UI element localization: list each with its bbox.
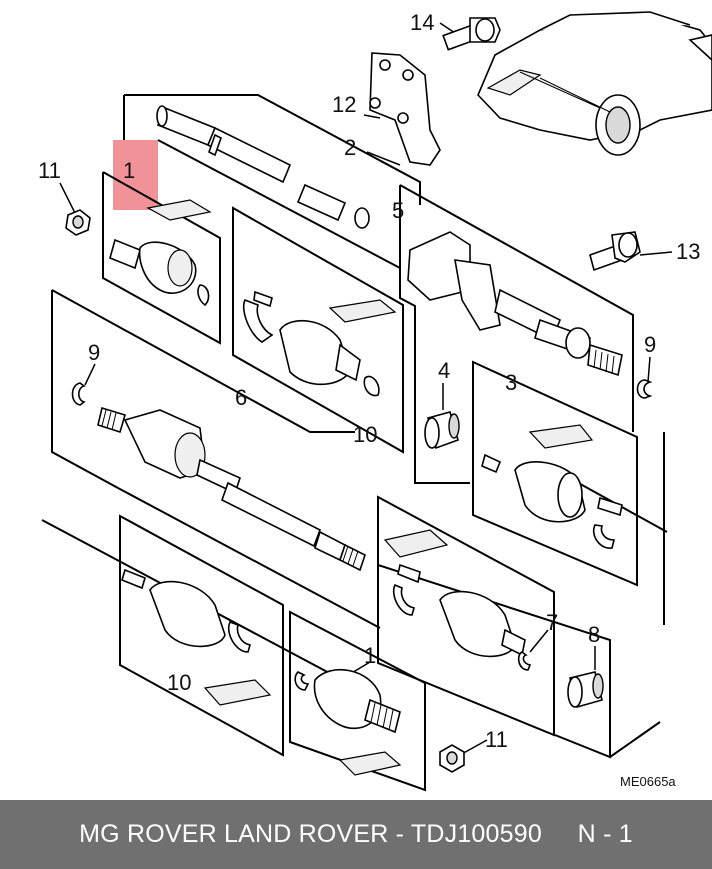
cv-joint-upper <box>109 199 212 307</box>
cv-joint-lower <box>294 668 402 776</box>
callout-10-upper: 10 <box>353 422 377 447</box>
callout-3: 3 <box>505 370 517 395</box>
frame-boot-10-lower <box>119 514 284 757</box>
callout-13: 13 <box>676 239 700 264</box>
footer-text: MG ROVER LAND ROVER - TDJ100590 N - 1 <box>79 820 633 848</box>
frame-boot-7 <box>377 495 555 737</box>
bush-4 <box>424 411 460 450</box>
bracket <box>369 52 441 166</box>
frame-joint-1-lower <box>289 610 426 792</box>
callout-5: 5 <box>392 198 404 223</box>
reference-code: ME0665a <box>620 774 676 789</box>
callout-10-lower: 10 <box>167 670 191 695</box>
intermediate-shaft <box>156 105 370 229</box>
callout-8: 8 <box>588 622 600 647</box>
callout-12: 12 <box>332 92 356 117</box>
boot-kit-7 <box>383 529 532 671</box>
circlip-9-left <box>71 382 86 406</box>
callout-7: 7 <box>546 610 558 635</box>
callout-2: 2 <box>344 135 356 160</box>
callout-1-lower: 1 <box>364 643 376 668</box>
frame-boot-10-upper <box>232 206 404 454</box>
circlip-9-right <box>636 379 653 399</box>
callout-9-right: 9 <box>644 332 656 357</box>
frame-boot-3 <box>472 360 638 587</box>
frame-shaft-2 <box>123 94 421 269</box>
callout-9-left: 9 <box>88 340 100 365</box>
car-illustration <box>477 11 712 156</box>
bush-8 <box>567 671 604 708</box>
boot-kit-upper <box>243 290 397 397</box>
footer-bar: MG ROVER LAND ROVER - TDJ100590 N - 1 <box>0 800 712 869</box>
nut-11-lower <box>439 744 465 773</box>
parts-diagram: 1 2 3 4 5 6 7 8 9 9 10 10 11 11 12 13 14… <box>38 10 712 792</box>
frame-shaft-6 <box>51 289 355 489</box>
drive-shaft-6 <box>97 406 366 572</box>
callout-1-upper: 1 <box>123 158 135 183</box>
bolt-14 <box>442 17 501 51</box>
callout-6: 6 <box>235 385 247 410</box>
callout-4: 4 <box>438 358 450 383</box>
boot-kit-3 <box>481 424 623 549</box>
callout-11-upper: 11 <box>38 158 61 183</box>
boot-kit-lower <box>121 568 272 706</box>
callout-11-lower: 11 <box>485 727 508 752</box>
nut-11-upper <box>65 209 91 236</box>
callout-14: 14 <box>410 10 434 35</box>
bolt-13 <box>589 231 641 272</box>
inner-joint-right <box>407 231 623 377</box>
frame-shaft-5 <box>399 184 634 484</box>
